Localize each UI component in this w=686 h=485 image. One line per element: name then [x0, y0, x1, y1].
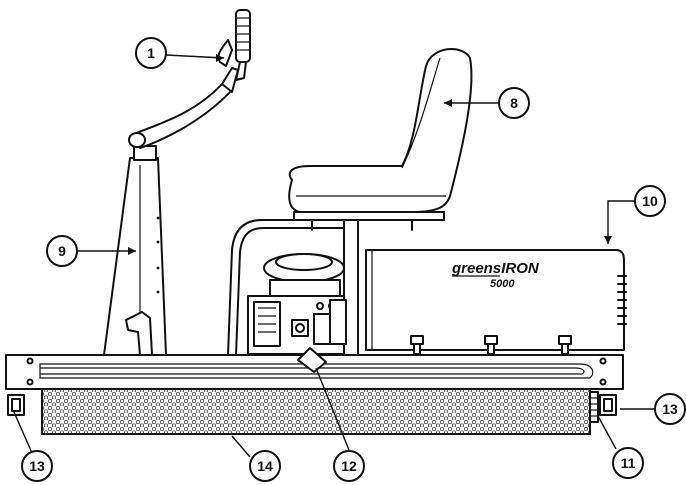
- callout-14: 14: [249, 450, 281, 482]
- callout-9: 9: [46, 235, 78, 267]
- callout-1: 1: [135, 37, 167, 69]
- wheel-right: [589, 391, 617, 423]
- steering-handle: [128, 9, 251, 161]
- callout-11-label: 11: [621, 455, 636, 471]
- height-adjust-knobs: [410, 335, 572, 355]
- callout-11: 11: [612, 447, 644, 479]
- callout-9-label: 9: [58, 243, 66, 259]
- seat-frame: [227, 219, 359, 356]
- engine-cover: greensIRON 5000: [365, 249, 627, 355]
- callout-13-left-label: 13: [29, 458, 45, 474]
- seat: [288, 47, 473, 231]
- engine: [247, 253, 347, 355]
- callout-8: 8: [498, 87, 530, 119]
- steering-column: [103, 157, 167, 356]
- callout-13-right-label: 13: [662, 401, 678, 417]
- vent-slots: [617, 275, 627, 325]
- roller-drum: [41, 387, 591, 435]
- callout-8-label: 8: [510, 95, 518, 111]
- brand-name: greensIRON: [451, 260, 540, 277]
- callout-10: 10: [634, 185, 666, 217]
- brand-model: 5000: [490, 278, 515, 290]
- callout-1-label: 1: [147, 45, 155, 61]
- callout-13-left: 13: [21, 450, 53, 482]
- callout-10-label: 10: [642, 193, 658, 209]
- wheel-left: [7, 394, 25, 416]
- leader-lines: [13, 54, 659, 458]
- chassis: [5, 347, 624, 390]
- callout-12: 12: [333, 450, 365, 482]
- callout-14-label: 14: [257, 458, 273, 474]
- callout-13-right: 13: [654, 393, 686, 425]
- callout-12-label: 12: [341, 458, 357, 474]
